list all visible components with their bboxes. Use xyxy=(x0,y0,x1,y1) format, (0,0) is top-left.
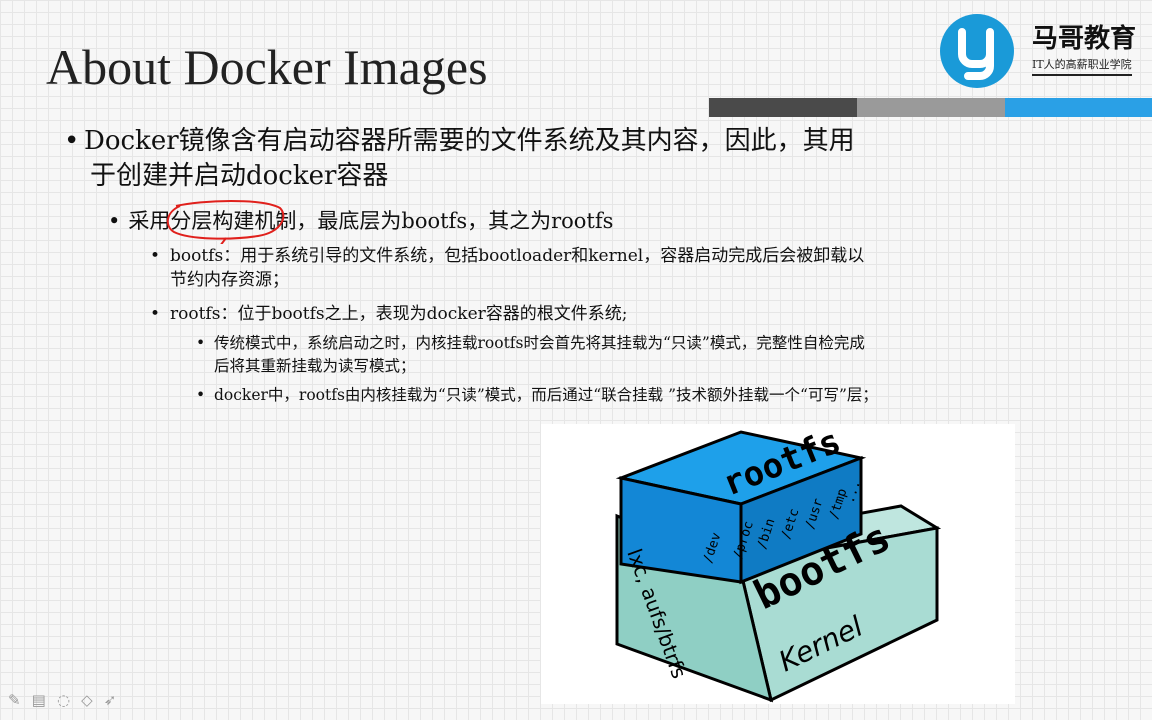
bullet-traditional-line2: 后将其重新挂载为读写模式； xyxy=(214,357,416,375)
logo-mark-icon xyxy=(940,14,1014,88)
bullet-l2-highlight: 分层构建 xyxy=(170,209,255,233)
decor-bar-gray xyxy=(857,98,1005,117)
logo-slogan: IT人的高薪职业学院 xyxy=(1032,56,1132,76)
brand-logo: 马哥教育 IT人的高薪职业学院 xyxy=(938,12,1148,92)
decor-bar-dark xyxy=(709,98,857,117)
bullet-bootfs: • bootfs：用于系统引导的文件系统，包括bootloader和kernel… xyxy=(150,244,1090,292)
bullet-rootfs: • rootfs：位于bootfs之上，表现为docker容器的根文件系统; xyxy=(150,302,1090,326)
bullet-docker-text: docker中，rootfs由内核挂载为“只读”模式，而后通过“联合挂载 ”技术… xyxy=(214,386,878,404)
bullet-dot-icon: • xyxy=(150,304,161,324)
bullet-rootfs-text: rootfs：位于bootfs之上，表现为docker容器的根文件系统; xyxy=(170,304,628,324)
rootfs-dir: ... xyxy=(843,478,865,505)
bullet-dot-icon: • xyxy=(196,386,206,404)
bullet-dot-icon: • xyxy=(108,209,121,233)
bullet-layered-build: • 采用分层构建机制，最底层为bootfs，其之为rootfs xyxy=(108,200,614,244)
laser-tool-icon[interactable]: ◇ xyxy=(81,691,93,709)
slide-title: About Docker Images xyxy=(46,39,488,95)
bullet-l2-suffix: 机制，最底层为bootfs，其之为rootfs xyxy=(254,209,614,233)
pen-tool-icon[interactable]: ✎ xyxy=(8,691,21,709)
decor-bar-blue xyxy=(1005,98,1152,117)
bullet-docker-mode: • docker中，rootfs由内核挂载为“只读”模式，而后通过“联合挂载 ”… xyxy=(196,384,1086,407)
bullet-dot-icon: • xyxy=(196,334,206,352)
rootfs-side-face xyxy=(739,455,863,585)
pointer-tool-icon[interactable]: ➶ xyxy=(103,691,117,709)
bullet-l1-line1: Docker镜像含有启动容器所需要的文件系统及其内容，因此，其用 xyxy=(84,126,855,156)
circled-highlight: 分层构建 xyxy=(167,200,285,244)
logo-name: 马哥教育 xyxy=(1032,24,1137,54)
bullet-dot-icon: • xyxy=(150,246,161,266)
docker-layers-diagram: rootfs /dev /proc /bin /etc /usr /tmp ..… xyxy=(541,421,1015,704)
red-annotation-circle-icon xyxy=(167,200,285,244)
layers-illustration: rootfs /dev /proc /bin /etc /usr /tmp ..… xyxy=(615,421,942,703)
bullet-traditional-line1: 传统模式中，系统启动之时，内核挂载rootfs时会首先将其挂载为“只读”模式，完… xyxy=(214,334,865,352)
eraser-tool-icon[interactable]: ◌ xyxy=(56,691,71,709)
bullet-dot-icon: • xyxy=(64,126,80,156)
bullet-bootfs-line2: 节约内存资源； xyxy=(170,270,289,290)
annotation-toolbar: ✎ ▤ ◌ ◇ ➶ xyxy=(8,690,148,712)
bullet-l1-line2: 于创建并启动docker容器 xyxy=(90,161,389,191)
bullet-traditional-mode: • 传统模式中，系统启动之时，内核挂载rootfs时会首先将其挂载为“只读”模式… xyxy=(196,332,1086,378)
bullet-l2-prefix: 采用 xyxy=(128,209,171,233)
bullet-docker-images: • Docker镜像含有启动容器所需要的文件系统及其内容，因此，其用 于创建并启… xyxy=(64,124,1074,194)
highlighter-tool-icon[interactable]: ▤ xyxy=(31,691,46,709)
bullet-bootfs-line1: bootfs：用于系统引导的文件系统，包括bootloader和kernel，容… xyxy=(170,246,865,266)
